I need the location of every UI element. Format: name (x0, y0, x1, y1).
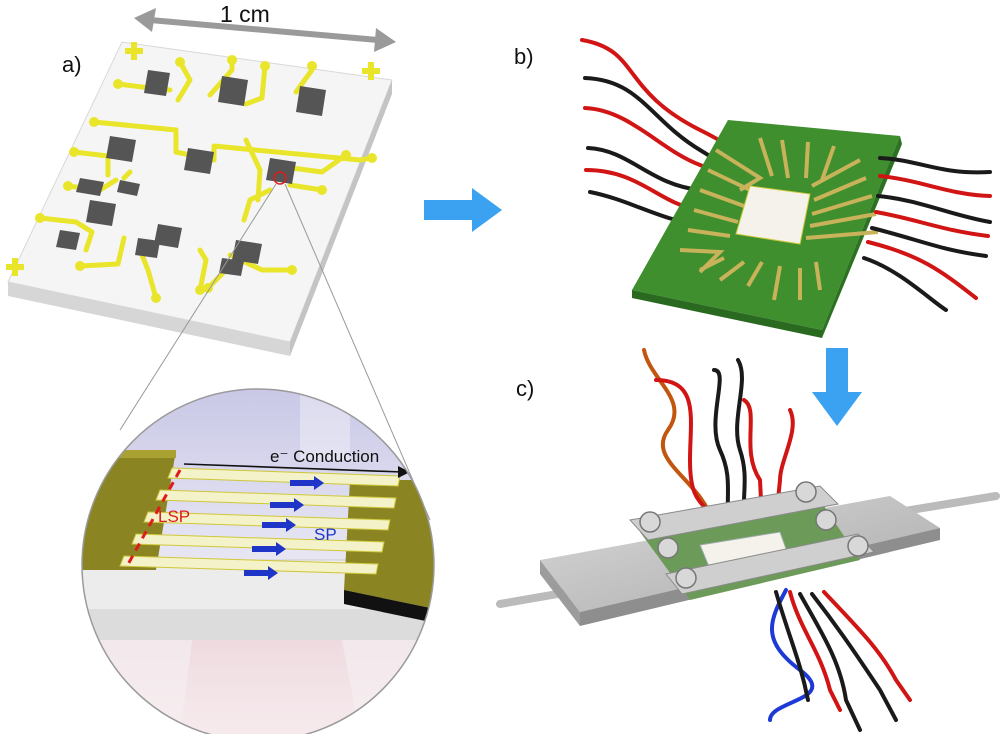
sp-arrows (244, 476, 324, 580)
sensor-chip (735, 185, 811, 245)
gold-traces (37, 57, 375, 301)
panel-a: a) 1 cm (6, 1, 431, 521)
glass-substrate (7, 41, 393, 356)
clamp-bars (629, 485, 875, 595)
conduction-label: e⁻ Conduction (270, 447, 379, 466)
arrow-down-icon (812, 348, 862, 426)
panel-b-label: b) (514, 44, 534, 69)
nanowires (119, 467, 401, 575)
wires-bottom (768, 588, 912, 732)
panel-c: c) (496, 348, 1000, 732)
trace-end-pads (35, 55, 377, 303)
lsp-label: LSP (158, 507, 190, 526)
scale-label: 1 cm (220, 1, 270, 27)
panel-a-label: a) (62, 52, 82, 77)
zoom-line-right (284, 183, 431, 521)
panel-b: b) (514, 38, 992, 338)
inset-magnification: e⁻ Conduction LSP SP (81, 388, 435, 734)
scale-double-arrow-icon (134, 8, 396, 52)
alignment-cross-icons (6, 42, 380, 276)
pcb-gold-traces (679, 137, 879, 301)
zoom-line-left (119, 183, 277, 431)
conduction-arrow-icon (183, 463, 410, 478)
screw-heads (639, 481, 869, 589)
arrow-right-icon (424, 188, 502, 232)
panel-c-label: c) (516, 376, 534, 401)
zoom-marker (273, 171, 287, 185)
lsp-dashed-line (124, 469, 182, 569)
sp-label: SP (314, 525, 337, 544)
wires-right (862, 156, 992, 312)
